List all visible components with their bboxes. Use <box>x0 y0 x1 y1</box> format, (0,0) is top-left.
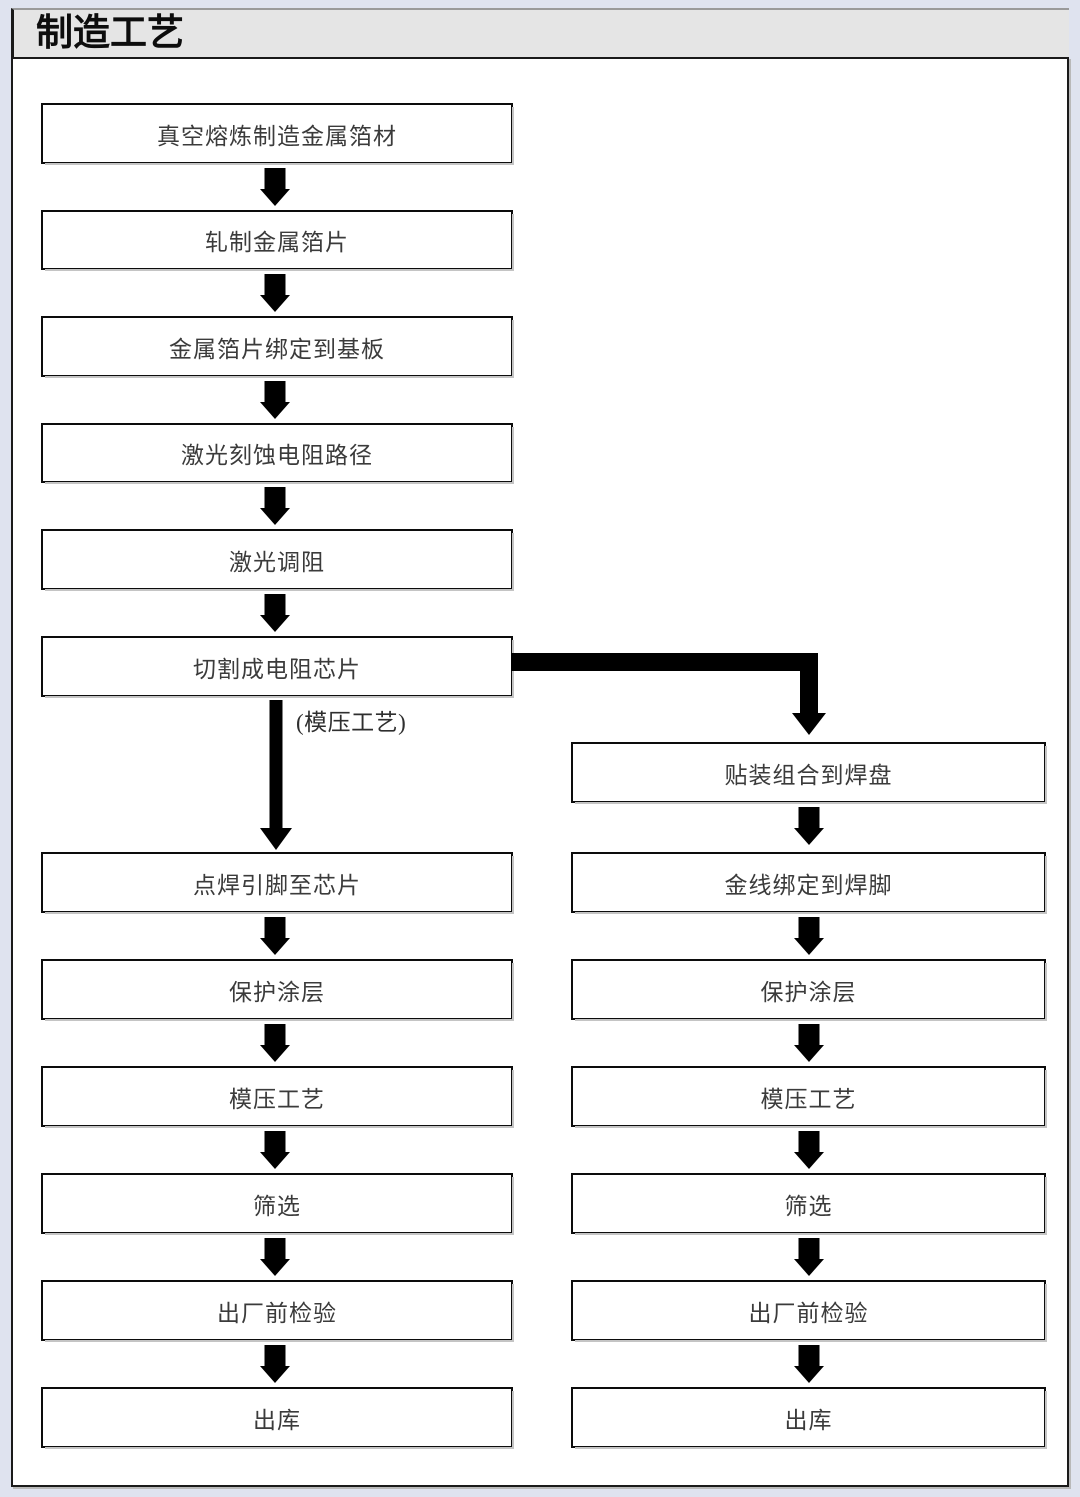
node-right-4[interactable]: 筛选 <box>571 1173 1047 1235</box>
node-right-2[interactable]: 保护涂层 <box>571 959 1047 1021</box>
node-left-10[interactable]: 出厂前检验 <box>41 1280 514 1342</box>
node-left-2[interactable]: 金属箔片绑定到基板 <box>41 316 514 378</box>
node-right-3[interactable]: 模压工艺 <box>571 1066 1047 1128</box>
node-left-4[interactable]: 激光调阻 <box>41 529 514 591</box>
arrow-left-6-7 <box>260 917 290 955</box>
arrow-left-7-8 <box>260 1024 290 1062</box>
arrow-left-0-1 <box>260 168 290 206</box>
arrow-right-3-4 <box>794 1131 824 1169</box>
arrow-right-0-1 <box>794 807 824 845</box>
branch-connector-vertical <box>800 653 818 715</box>
node-left-5[interactable]: 切割成电阻芯片 <box>41 636 514 698</box>
node-left-7[interactable]: 保护涂层 <box>41 959 514 1021</box>
node-left-1[interactable]: 轧制金属箔片 <box>41 210 514 271</box>
arrow-left-1-2 <box>260 274 290 312</box>
node-left-9[interactable]: 筛选 <box>41 1173 514 1235</box>
node-left-3[interactable]: 激光刻蚀电阻路径 <box>41 423 514 484</box>
node-right-5[interactable]: 出厂前检验 <box>571 1280 1047 1342</box>
branch-connector-horizontal <box>511 653 818 671</box>
node-right-1[interactable]: 金线绑定到焊脚 <box>571 852 1047 914</box>
node-left-11[interactable]: 出库 <box>41 1387 514 1449</box>
page-title: 制造工艺 <box>36 13 184 54</box>
node-left-6[interactable]: 点焊引脚至芯片 <box>41 852 514 914</box>
node-right-0[interactable]: 贴装组合到焊盘 <box>571 742 1047 804</box>
arrow-right-2-3 <box>794 1024 824 1062</box>
branch-label-molding: (模压工艺) <box>296 710 407 735</box>
arrow-right-1-2 <box>794 917 824 955</box>
arrow-left-9-10 <box>260 1238 290 1276</box>
arrow-left-5-6 <box>260 700 292 850</box>
title-band: 制造工艺 <box>11 8 1069 57</box>
branch-connector-arrowhead <box>792 713 826 735</box>
arrow-left-8-9 <box>260 1131 290 1169</box>
arrow-right-5-6 <box>794 1345 824 1383</box>
arrow-left-2-3 <box>260 381 290 419</box>
arrow-left-3-4 <box>260 487 290 525</box>
arrow-left-4-5 <box>260 594 290 632</box>
arrow-left-10-11 <box>260 1345 290 1383</box>
node-left-0[interactable]: 真空熔炼制造金属箔材 <box>41 103 514 165</box>
node-right-6[interactable]: 出库 <box>571 1387 1047 1449</box>
node-left-8[interactable]: 模压工艺 <box>41 1066 514 1128</box>
arrow-right-4-5 <box>794 1238 824 1276</box>
